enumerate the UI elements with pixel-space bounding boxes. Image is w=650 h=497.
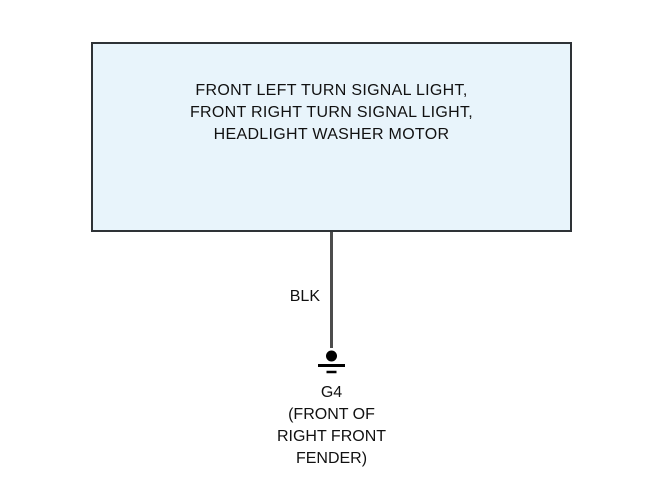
component-box-label-line: HEADLIGHT WASHER MOTOR [213,126,450,143]
ground-label: G4 (FRONT OF RIGHT FRONT FENDER) [231,382,432,470]
ground-dot [326,350,337,362]
wire-color-label: BLK [289,288,320,305]
ground-wire [330,232,333,348]
component-box: FRONT LEFT TURN SIGNAL LIGHT, FRONT RIGH… [91,42,572,232]
ground-location-line: FENDER) [295,450,368,467]
ground-icon [318,350,345,374]
ground-id: G4 [320,384,343,401]
component-box-label-line: FRONT RIGHT TURN SIGNAL LIGHT, [189,104,474,121]
component-box-label-line: FRONT LEFT TURN SIGNAL LIGHT, [195,82,468,99]
ground-location-line: (FRONT OF [288,406,375,423]
ground-location-line: RIGHT FRONT [276,428,387,445]
